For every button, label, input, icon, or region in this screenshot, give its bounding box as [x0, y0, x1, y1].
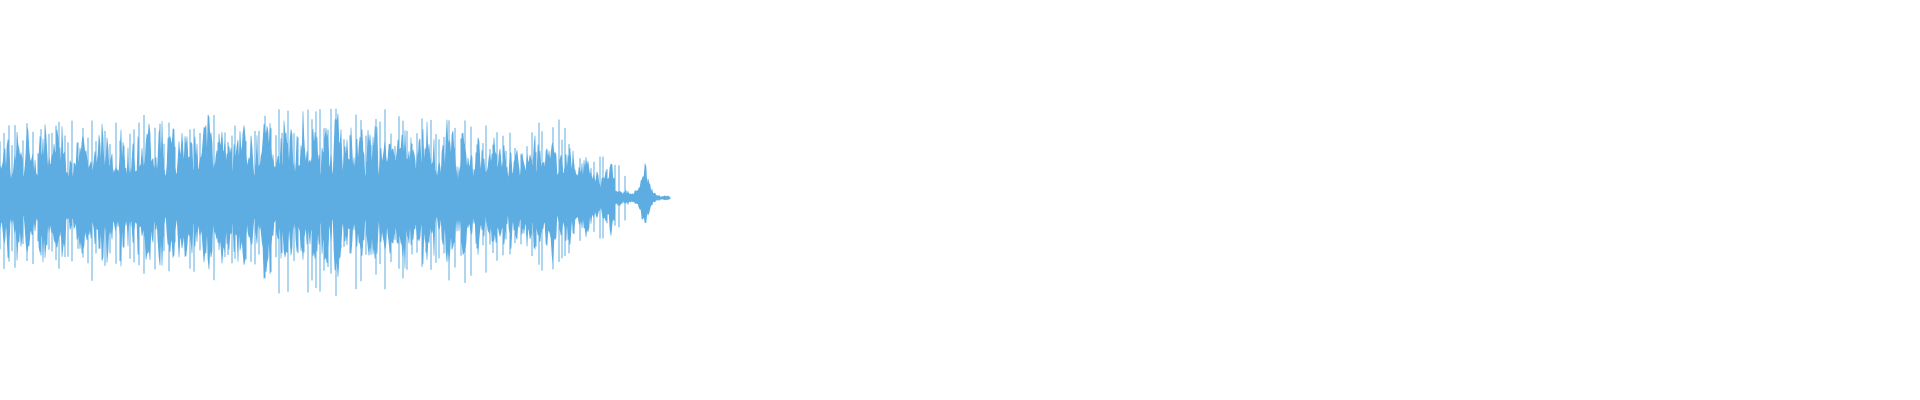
- waveform-spikes: [0, 108, 626, 296]
